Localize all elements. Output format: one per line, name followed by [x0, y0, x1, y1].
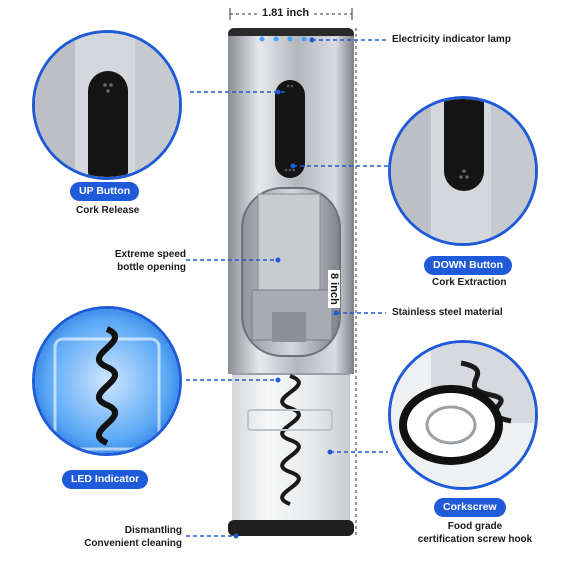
corkscrew-detail	[388, 340, 538, 490]
electricity-indicator-label: Electricity indicator lamp	[392, 34, 511, 45]
glass-sleeve	[232, 374, 350, 524]
down-button-detail	[388, 96, 538, 246]
corkscrew-desc: Food grade certification screw hook	[417, 521, 533, 545]
corkscrew-pill: Corkscrew	[434, 498, 506, 517]
indicator-lamp-3	[287, 36, 293, 42]
indicator-lamp-1	[259, 36, 265, 42]
width-dimension-label: 1.81 inch	[259, 7, 313, 19]
stainless-steel-label: Stainless steel material	[392, 307, 503, 318]
dismantling-label: Dismantling Convenient cleaning	[84, 525, 182, 549]
down-button-icon	[391, 99, 535, 243]
button-strip	[275, 80, 305, 178]
up-button-pill: UP Button	[70, 182, 140, 201]
up-button-icon	[35, 33, 179, 177]
down-button-desc: Cork Extraction	[432, 277, 507, 288]
corkscrew-spiral	[280, 374, 301, 506]
up-button-desc: Cork Release	[76, 205, 140, 216]
indicator-lamp-2	[273, 36, 279, 42]
height-dimension-label: 8 inch	[328, 270, 340, 308]
led-indicator-detail	[32, 306, 182, 456]
extreme-speed-label: Extreme speed bottle opening	[114, 249, 186, 273]
down-button-pill: DOWN Button	[424, 256, 512, 275]
up-button-detail	[32, 30, 182, 180]
corkscrew-icon	[391, 343, 535, 487]
led-icon	[35, 309, 179, 453]
led-indicator-pill: LED Indicator	[62, 470, 149, 489]
base-ring	[228, 520, 354, 536]
indicator-lamp-4	[301, 36, 307, 42]
